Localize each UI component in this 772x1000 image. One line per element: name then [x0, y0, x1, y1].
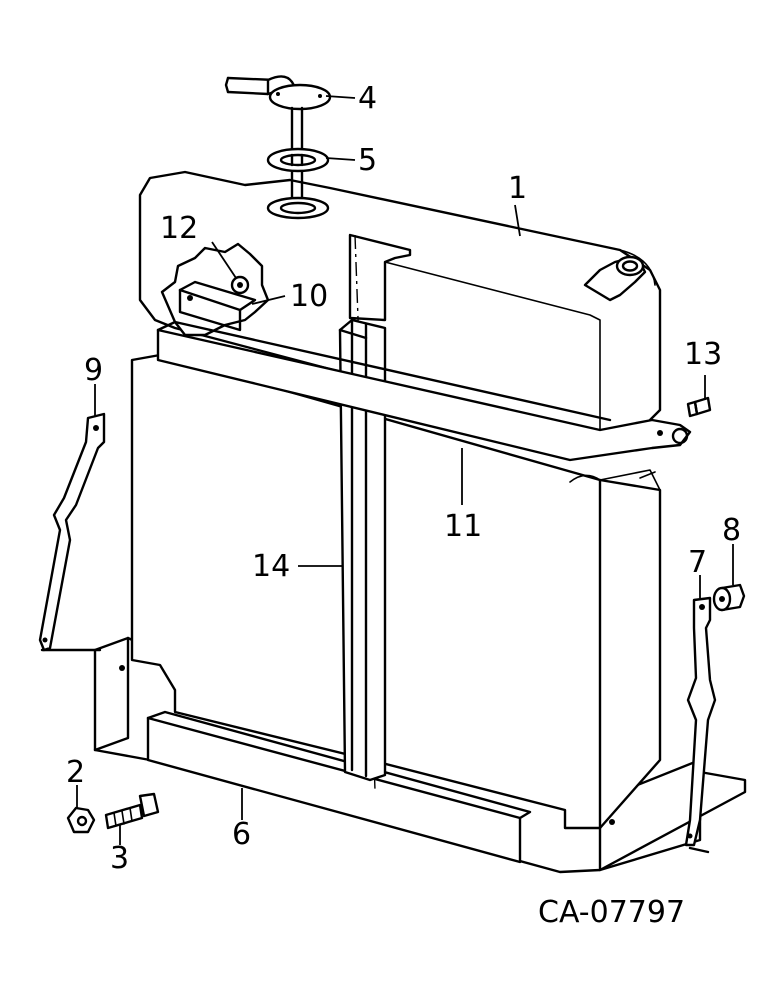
callout-3: 3 [110, 841, 129, 876]
callout-9: 9 [84, 353, 103, 388]
callout-6: 6 [232, 817, 251, 852]
callout-11: 11 [444, 509, 482, 544]
part-2-nut [66, 806, 96, 834]
callout-2: 2 [66, 755, 85, 790]
callout-5: 5 [358, 143, 377, 178]
callout-7: 7 [688, 545, 707, 580]
part-7-support-rod [684, 596, 717, 854]
leader-lines [76, 95, 734, 845]
part-4-cap [224, 75, 332, 111]
lower-tank [130, 353, 662, 830]
figure-code: CA-07797 [538, 895, 685, 930]
part-8-nut [712, 583, 746, 612]
tank-opening [266, 196, 330, 220]
callout-4: 4 [358, 81, 377, 116]
part-13-bolt [686, 396, 712, 418]
part-3-bolt [104, 792, 160, 830]
part-11-strap [156, 320, 692, 462]
callout-13: 13 [684, 337, 722, 372]
callouts: 1 2 3 4 5 6 7 8 9 10 11 12 13 14 [66, 81, 741, 876]
callout-14: 14 [252, 549, 290, 584]
callout-12: 12 [160, 211, 198, 246]
callout-10: 10 [290, 279, 328, 314]
part-1-upper-tank [138, 170, 662, 447]
callout-8: 8 [722, 513, 741, 548]
part-5-gasket [266, 147, 330, 173]
callout-1: 1 [508, 171, 527, 206]
part-9-support-rod [38, 412, 106, 652]
